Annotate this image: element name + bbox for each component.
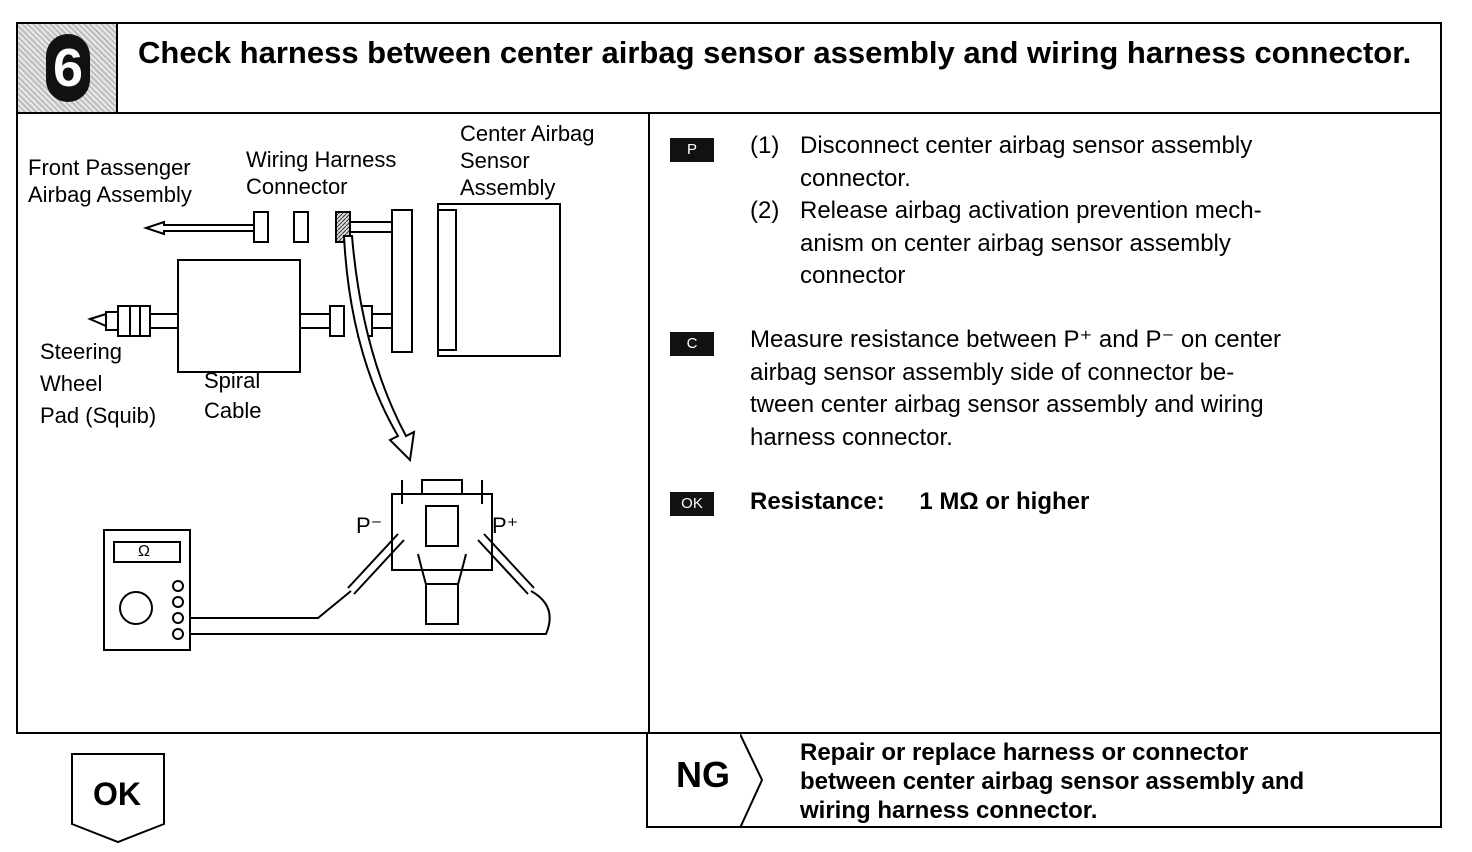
diagram-illustration bbox=[87, 203, 561, 651]
check-instruction: Measure resistance between P⁺ and P⁻ on … bbox=[750, 326, 1281, 451]
label-p-minus: P⁻ bbox=[356, 513, 383, 538]
step-number: 6 bbox=[46, 34, 90, 102]
step-title: Check harness between center airbag sens… bbox=[138, 35, 1412, 70]
label-center-sensor: Center Airbag Sensor Assembly bbox=[460, 121, 595, 200]
procedure-frame: 6 Check harness between center airbag se… bbox=[16, 22, 1442, 734]
ng-label: NG bbox=[676, 754, 730, 795]
ok-badge: OK bbox=[670, 492, 714, 516]
ok-tag-shape bbox=[71, 753, 165, 844]
check-badge: C bbox=[670, 332, 714, 356]
instructions-panel: P (1) Disconnect center airbag sensor as… bbox=[650, 114, 1440, 734]
meter-ohm-symbol: Ω bbox=[138, 543, 150, 560]
ok-result-tag: OK bbox=[70, 752, 166, 849]
label-spiral-cable: Spiral Cable bbox=[204, 368, 262, 423]
prepare-step-2: (2) Release airbag activation prevention… bbox=[750, 197, 1262, 289]
label-front-passenger: Front Passenger Airbag Assembly bbox=[28, 155, 192, 207]
step-number-box: 6 bbox=[18, 24, 118, 112]
prepare-step-1: (1) Disconnect center airbag sensor asse… bbox=[750, 132, 1253, 192]
ng-result-box: NG Repair or replace harness or connecto… bbox=[646, 734, 1442, 828]
column-divider bbox=[648, 114, 650, 734]
ng-action: Repair or replace harness or connector b… bbox=[800, 739, 1305, 824]
step-header: 6 Check harness between center airbag se… bbox=[18, 24, 1440, 114]
ok-criterion: Resistance: 1 MΩ or higher bbox=[750, 488, 1090, 515]
ng-chevron bbox=[740, 734, 764, 828]
prepare-badge: P bbox=[670, 138, 714, 162]
wiring-diagram: Front Passenger Airbag Assembly Wiring H… bbox=[18, 114, 648, 734]
label-wiring-harness: Wiring Harness Connector bbox=[246, 147, 397, 199]
label-p-plus: P⁺ bbox=[492, 513, 519, 538]
ok-result-label: OK bbox=[93, 776, 141, 812]
label-steering-wheel: Steering Wheel Pad (Squib) bbox=[40, 339, 157, 428]
